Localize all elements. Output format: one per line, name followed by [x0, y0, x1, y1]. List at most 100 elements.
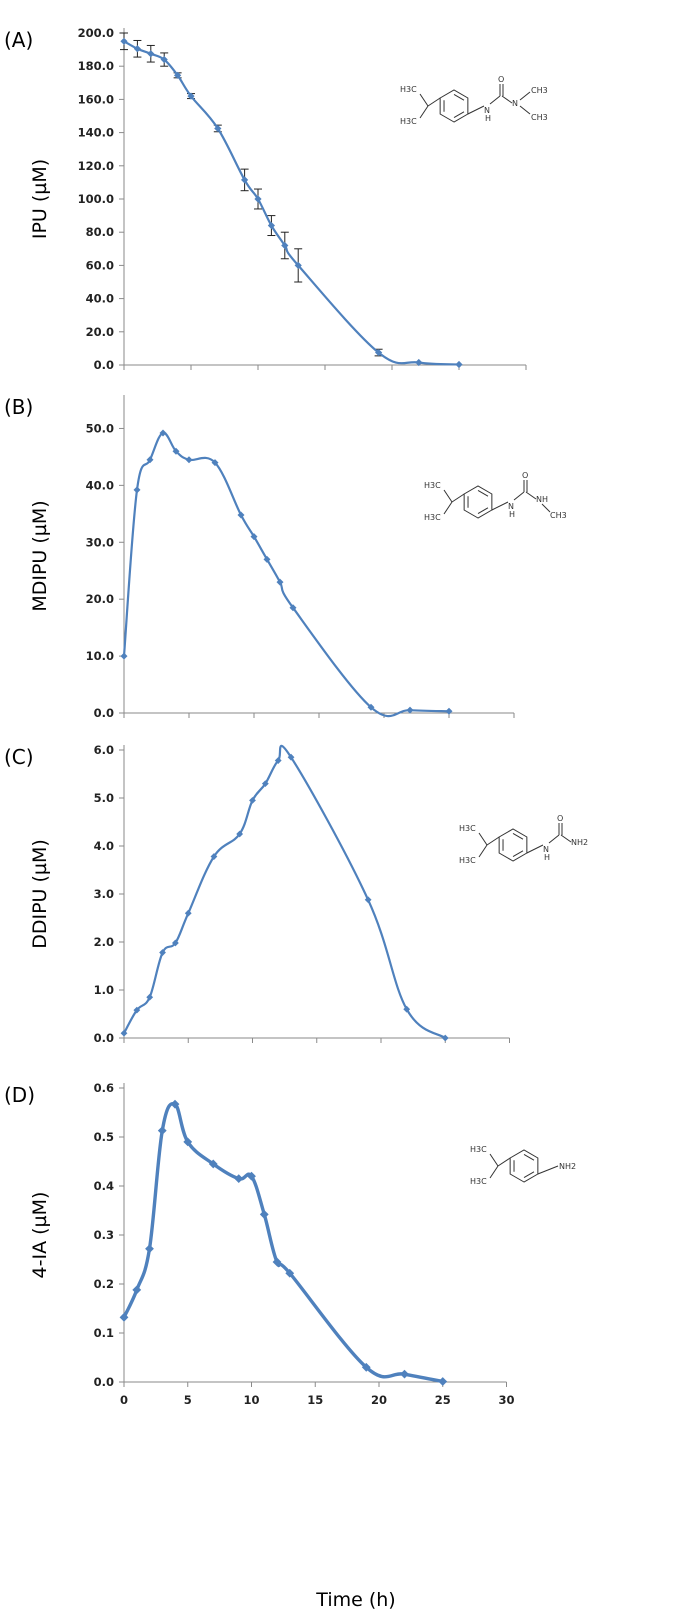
methyl-label: H3C	[459, 824, 476, 833]
methyl-label: H3C	[424, 513, 441, 522]
data-point	[254, 195, 262, 203]
data-point	[120, 37, 128, 45]
double-bond	[477, 490, 489, 497]
y-tick-label: 40.0	[86, 292, 114, 306]
data-point	[403, 1005, 411, 1013]
bond	[419, 93, 429, 107]
data-point	[133, 486, 141, 494]
data-point	[146, 993, 154, 1001]
y-tick-label: 50.0	[86, 421, 114, 435]
data-point	[375, 348, 383, 357]
chart-panel-3: 0.01.02.03.04.05.06.0(C)DDIPU (µM)H3CH3C…	[4, 743, 588, 1045]
bond	[489, 1165, 499, 1179]
data-point	[132, 1285, 142, 1295]
data-point	[241, 176, 249, 184]
methyl-label: CH3	[531, 113, 548, 122]
data-point	[274, 757, 282, 764]
y-tick-label: 0.1	[94, 1326, 114, 1340]
double-bond	[477, 507, 489, 514]
y-axis-label: DDIPU (µM)	[29, 839, 51, 949]
y-tick-label: 180.0	[78, 59, 114, 73]
double-bond	[512, 850, 524, 857]
x-tick-label: 30	[498, 1393, 514, 1407]
data-point	[187, 92, 195, 100]
y-tick-label: 20.0	[86, 592, 114, 606]
data-point	[263, 555, 271, 563]
amide-nitrogen-label: N	[512, 99, 518, 108]
data-point	[249, 797, 256, 804]
data-point	[438, 1377, 448, 1386]
data-point	[267, 221, 275, 230]
y-axis-label: IPU (µM)	[29, 159, 51, 239]
y-tick-label: 3.0	[94, 887, 114, 901]
bond	[497, 1157, 511, 1167]
y-tick-label: 30.0	[86, 535, 114, 549]
chart-panel-2: 0.010.020.030.040.050.0(B)MDIPU (µM)H3CH…	[4, 395, 567, 720]
data-point	[145, 1244, 154, 1254]
y-tick-label: 0.3	[94, 1228, 114, 1242]
bond	[519, 105, 531, 115]
y-tick-label: 20.0	[86, 325, 114, 339]
x-tick-label: 20	[371, 1393, 387, 1407]
x-tick-label: 25	[435, 1393, 451, 1407]
y-tick-label: 40.0	[86, 478, 114, 492]
series-line	[123, 744, 446, 1039]
double-bond	[523, 1154, 535, 1161]
data-point	[250, 533, 258, 541]
panel-letter: (B)	[4, 395, 33, 419]
y-tick-label: 0.0	[94, 706, 114, 720]
double-bond	[453, 94, 465, 101]
data-point	[445, 707, 453, 715]
data-point	[234, 1174, 244, 1184]
x-tick-label: 10	[243, 1393, 259, 1407]
nitrogen-label: N	[543, 845, 549, 854]
methyl-label: H3C	[424, 481, 441, 490]
methyl-label: H3C	[400, 85, 417, 94]
amide-nitrogen-label: NH	[536, 495, 548, 504]
data-point	[272, 1257, 282, 1267]
data-point	[237, 511, 245, 519]
data-point	[183, 1137, 193, 1147]
data-point	[211, 459, 219, 467]
data-point	[276, 578, 284, 586]
bond	[478, 844, 488, 858]
bond	[427, 97, 441, 107]
bond	[526, 844, 544, 854]
y-tick-label: 140.0	[78, 126, 114, 140]
y-tick-label: 2.0	[94, 935, 114, 949]
y-tick-label: 0.4	[94, 1179, 114, 1193]
oxygen-label: O	[522, 471, 528, 480]
x-tick-label: 0	[120, 1393, 128, 1407]
y-tick-label: 6.0	[94, 743, 114, 757]
bond	[451, 493, 465, 503]
methyl-label: H3C	[470, 1177, 487, 1186]
data-point	[406, 706, 414, 714]
series-line	[122, 1101, 444, 1384]
y-tick-label: 60.0	[86, 258, 114, 272]
y-tick-label: 120.0	[78, 159, 114, 173]
data-point	[159, 949, 166, 956]
series-line	[122, 431, 450, 718]
y-axis-label: 4-IA (µM)	[29, 1192, 51, 1279]
y-tick-label: 0.5	[94, 1130, 114, 1144]
y-tick-label: 100.0	[78, 192, 114, 206]
data-point	[174, 71, 182, 79]
nitrogen-label: N	[508, 502, 514, 511]
data-point	[259, 1210, 269, 1219]
data-point	[247, 1171, 256, 1181]
methyl-label: H3C	[470, 1145, 487, 1154]
methyl-label: CH3	[550, 511, 567, 520]
hydrogen-label: H	[509, 510, 515, 519]
data-point	[441, 1034, 449, 1042]
y-tick-label: 0.2	[94, 1277, 114, 1291]
data-point	[170, 1099, 180, 1109]
methyl-label: H3C	[459, 856, 476, 865]
data-point	[208, 1159, 218, 1169]
amide-nitrogen-label: NH2	[571, 838, 588, 847]
y-tick-label: 200.0	[78, 26, 114, 40]
